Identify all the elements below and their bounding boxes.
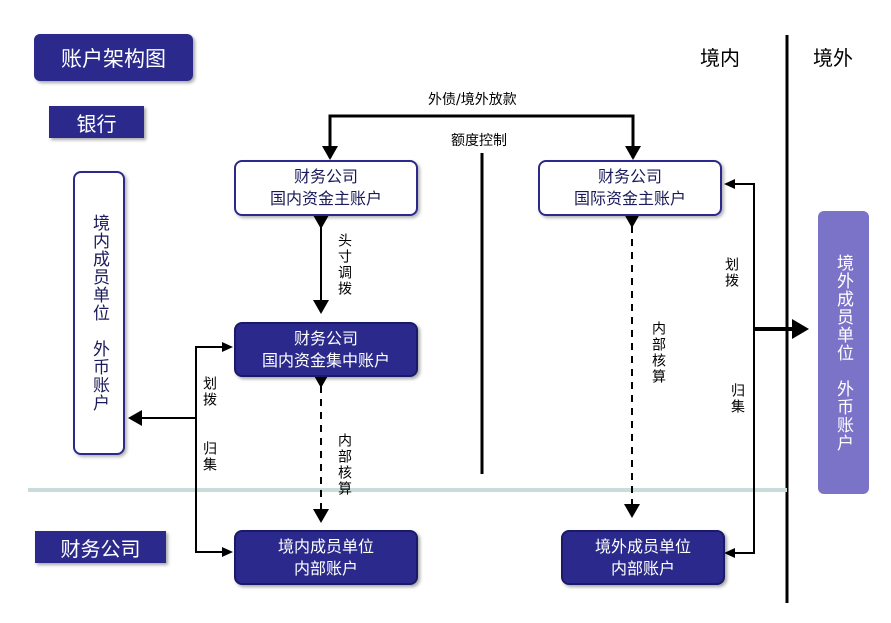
- allocate-right-connector: [731, 183, 755, 554]
- diagram-title: 账户架构图: [34, 34, 193, 81]
- foreign-debt-arrowhead-left: [322, 146, 338, 160]
- node-line-1: 财务公司: [597, 167, 662, 186]
- foreign-debt-connector: [328, 114, 635, 158]
- position-transfer-label: 头寸调拨: [336, 233, 352, 297]
- collect-label-left: 归集: [201, 441, 217, 473]
- node-domestic-member-internal-account: 境内成员单位 内部账户: [234, 530, 418, 585]
- node-line-2: 国内资金主账户: [269, 189, 382, 208]
- node-line-2: 国际资金主账户: [573, 189, 686, 208]
- node-line-1: 境内成员单位: [89, 214, 109, 322]
- quota-control-label: 额度控制: [451, 133, 507, 149]
- node-overseas-member-internal-account: 境外成员单位 内部账户: [561, 530, 725, 585]
- node-fc-domestic-pool-account: 财务公司 国内资金集中账户: [234, 322, 418, 377]
- node-line-2: 国内资金集中账户: [261, 350, 390, 370]
- node-line-2: 内部账户: [610, 558, 675, 578]
- internal-accounting-label-left: 内部核算: [336, 433, 352, 497]
- foreign-debt-label: 外债/境外放款: [428, 92, 517, 108]
- foreign-debt-arrowhead-right: [625, 146, 641, 160]
- collect-right-arrowhead-bottom: [724, 548, 735, 558]
- node-line-1: 境外成员单位: [833, 253, 853, 362]
- node-line-1: 境外成员单位: [594, 536, 691, 556]
- node-fc-domestic-main-account: 财务公司 国内资金主账户: [234, 160, 418, 216]
- internal-accounting-label-right: 内部核算: [650, 321, 666, 385]
- node-domestic-member-fx-account: 境内成员单位 外币账户: [73, 171, 125, 455]
- node-line-2: 外币账户: [89, 340, 109, 412]
- collect-left-arrowhead-bottom: [222, 547, 233, 557]
- collect-label-right: 归集: [729, 383, 745, 415]
- node-line-1: 财务公司: [293, 167, 358, 186]
- region-overseas: 境外: [813, 46, 853, 70]
- node-line-2: 外币账户: [833, 379, 853, 452]
- node-line-1: 财务公司: [293, 328, 358, 348]
- region-domestic: 境内: [700, 46, 740, 70]
- to-overseas-arrowhead: [792, 319, 809, 339]
- node-line-1: 境内成员单位: [277, 536, 374, 556]
- allocate-label-right: 划拨: [723, 257, 739, 289]
- allocate-left-connector: [195, 346, 226, 553]
- node-overseas-member-fx-account: 境外成员单位 外币账户: [818, 211, 869, 494]
- lane-label-finance-company: 财务公司: [35, 531, 166, 563]
- node-line-2: 内部账户: [293, 558, 358, 578]
- node-fc-international-main-account: 财务公司 国际资金主账户: [538, 160, 722, 216]
- allocate-left-arrowhead-top: [222, 342, 233, 352]
- allocate-right-arrowhead-top: [724, 179, 735, 189]
- allocate-label-left: 划拨: [201, 376, 217, 408]
- lane-label-bank: 银行: [49, 106, 144, 138]
